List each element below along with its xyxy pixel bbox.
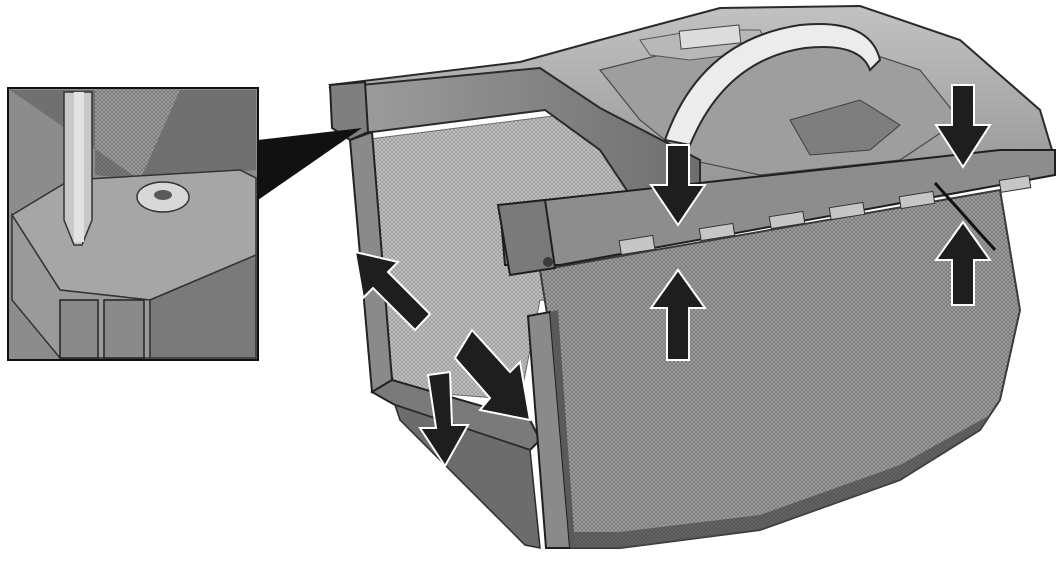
- callout-pointer: [258, 128, 362, 200]
- washer-icon: [137, 182, 189, 212]
- detail-inset: [8, 88, 258, 360]
- screwdriver-icon: [64, 92, 92, 245]
